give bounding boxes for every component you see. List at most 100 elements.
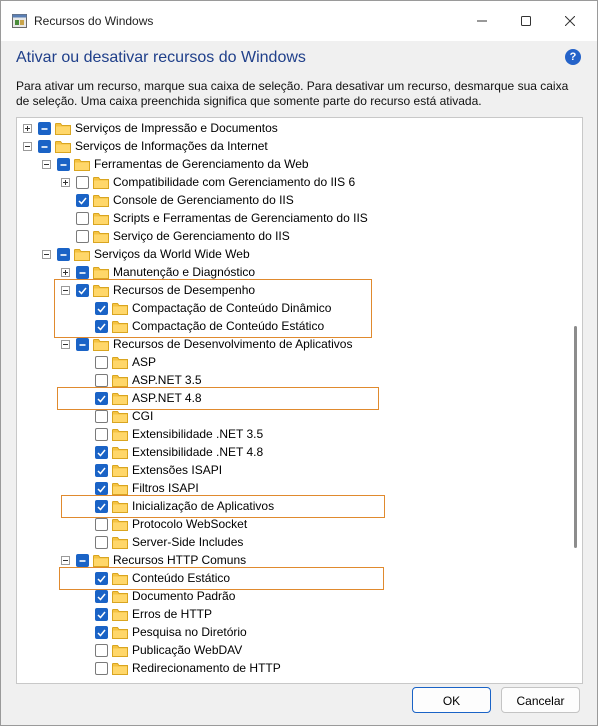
tree-item[interactable]: Recursos de Desenvolvimento de Aplicativ… [17,336,557,354]
tree-item-label: Recursos HTTP Comuns [113,553,247,567]
tree-item[interactable]: Compactação de Conteúdo Estático [17,318,557,336]
feature-checkbox[interactable] [57,248,70,261]
folder-icon [93,555,109,567]
folder-icon [112,357,128,369]
expand-icon[interactable] [61,268,70,277]
ok-button[interactable]: OK [412,687,491,713]
vertical-scrollbar[interactable] [571,118,581,683]
feature-checkbox[interactable] [76,338,89,351]
feature-checkbox[interactable] [76,230,89,243]
feature-checkbox[interactable] [95,518,108,531]
maximize-button[interactable] [503,1,549,41]
tree-item[interactable]: Server-Side Includes [17,534,557,552]
feature-checkbox[interactable] [76,284,89,297]
tree-item[interactable]: ASP.NET 3.5 [17,372,557,390]
folder-icon [112,591,128,603]
tree-item[interactable]: Publicação WebDAV [17,642,557,660]
tree-item[interactable]: Extensibilidade .NET 3.5 [17,426,557,444]
feature-checkbox[interactable] [95,662,108,675]
tree-item[interactable]: Redirecionamento de HTTP [17,660,557,678]
tree-item[interactable]: Erros de HTTP [17,606,557,624]
collapse-icon[interactable] [42,250,51,259]
tree-item-label: Erros de HTTP [132,607,213,621]
feature-checkbox[interactable] [95,302,108,315]
feature-checkbox[interactable] [76,176,89,189]
collapse-icon[interactable] [61,286,70,295]
feature-checkbox[interactable] [76,554,89,567]
minimize-button[interactable] [459,1,505,41]
tree-item[interactable]: Recursos de Desempenho [17,282,557,300]
tree-item[interactable]: Pesquisa no Diretório [17,624,557,642]
tree-item[interactable]: Console de Gerenciamento do IIS [17,192,557,210]
feature-checkbox[interactable] [95,356,108,369]
tree-item-label: Serviços de Impressão e Documentos [75,121,278,135]
tree-item[interactable]: Conteúdo Estático [17,570,557,588]
tree-item[interactable]: Compatibilidade com Gerenciamento do IIS… [17,174,557,192]
feature-checkbox[interactable] [95,320,108,333]
collapse-icon[interactable] [61,556,70,565]
tree-item[interactable]: Extensões ISAPI [17,462,557,480]
tree-item[interactable]: Serviços de Impressão e Documentos [17,120,557,138]
feature-checkbox[interactable] [95,482,108,495]
tree-item[interactable]: ASP.NET 4.8 [17,390,557,408]
feature-checkbox[interactable] [57,158,70,171]
feature-checkbox[interactable] [95,626,108,639]
collapse-icon[interactable] [42,160,51,169]
feature-checkbox[interactable] [95,608,108,621]
tree-item[interactable]: Serviço de Gerenciamento do IIS [17,228,557,246]
feature-checkbox[interactable] [76,212,89,225]
tree-item[interactable]: Filtros ISAPI [17,480,557,498]
tree-item-label: Extensibilidade .NET 3.5 [132,427,264,441]
tree-item[interactable]: Protocolo WebSocket [17,516,557,534]
feature-checkbox[interactable] [95,644,108,657]
tree-item[interactable]: Serviços de Informações da Internet [17,138,557,156]
tree-item[interactable]: Inicialização de Aplicativos [17,498,557,516]
expand-icon[interactable] [23,124,32,133]
title-bar: Recursos do Windows [1,1,597,41]
feature-checkbox[interactable] [95,392,108,405]
folder-icon [93,267,109,279]
collapse-icon[interactable] [61,340,70,349]
feature-checkbox[interactable] [76,266,89,279]
feature-checkbox[interactable] [95,536,108,549]
tree-item[interactable]: Documento Padrão [17,588,557,606]
feature-checkbox[interactable] [95,374,108,387]
close-button[interactable] [547,1,593,41]
feature-checkbox[interactable] [95,572,108,585]
feature-checkbox[interactable] [38,122,51,135]
feature-checkbox[interactable] [95,500,108,513]
tree-item[interactable]: Ferramentas de Gerenciamento da Web [17,156,557,174]
feature-checkbox[interactable] [95,410,108,423]
feature-checkbox[interactable] [95,446,108,459]
collapse-icon[interactable] [23,142,32,151]
feature-checkbox[interactable] [76,194,89,207]
folder-icon [112,501,128,513]
tree-item-label: CGI [132,409,154,423]
tree-item[interactable]: Serviços da World Wide Web [17,246,557,264]
tree-item[interactable]: Extensibilidade .NET 4.8 [17,444,557,462]
expand-icon[interactable] [61,178,70,187]
cancel-button[interactable]: Cancelar [501,687,580,713]
close-icon [565,16,575,26]
tree-item[interactable]: ASP [17,354,557,372]
tree-item[interactable]: Manutenção e Diagnóstico [17,264,557,282]
tree-item-label: Redirecionamento de HTTP [132,661,281,675]
tree-item[interactable]: Compactação de Conteúdo Dinâmico [17,300,557,318]
tree-item-label: Compactação de Conteúdo Estático [132,319,325,333]
tree-item[interactable]: Scripts e Ferramentas de Gerenciamento d… [17,210,557,228]
folder-icon [112,303,128,315]
feature-checkbox[interactable] [95,464,108,477]
scrollbar-thumb[interactable] [574,326,577,548]
folder-icon [112,645,128,657]
feature-checkbox[interactable] [95,428,108,441]
tree-item-label: Serviços de Informações da Internet [75,139,268,153]
folder-icon [112,411,128,423]
feature-checkbox[interactable] [38,140,51,153]
tree-item[interactable]: Recursos HTTP Comuns [17,552,557,570]
feature-checkbox[interactable] [95,590,108,603]
description-text: Para ativar um recurso, marque sua caixa… [16,79,569,108]
tree-item-label: Protocolo WebSocket [132,517,248,531]
tree-item[interactable]: CGI [17,408,557,426]
help-icon[interactable]: ? [565,49,581,65]
